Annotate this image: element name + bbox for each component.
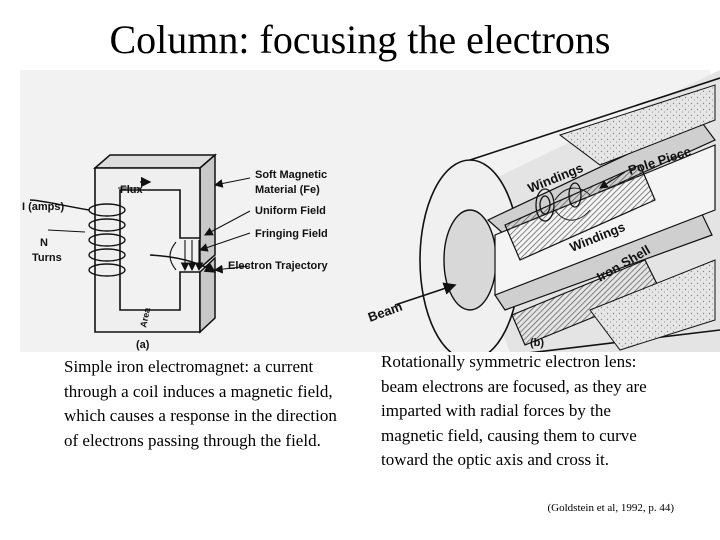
citation: (Goldstein et al, 1992, p. 44): [547, 502, 674, 514]
iron-shell-section: [589, 259, 716, 351]
windings-top-block: [504, 164, 656, 261]
soft-magnetic-label-1: Soft Magnetic: [255, 169, 327, 181]
electron-trajectory-label: Electron Trajectory: [228, 260, 329, 272]
figure-area: Area I (amps) N Turns Flux Soft Magnetic…: [0, 60, 720, 352]
uniform-field-label: Uniform Field: [255, 205, 326, 217]
turns-label: Turns: [32, 252, 62, 264]
area-label: Area: [138, 306, 152, 329]
magnetic-lens-diagram: Windings Windings Pole Piece Iron Shell …: [366, 70, 720, 352]
electromagnet-diagram: Area I (amps) N Turns Flux Soft Magnetic…: [22, 153, 329, 351]
figure-a-letter: (a): [136, 339, 150, 351]
slide-title: Column: focusing the electrons: [109, 17, 611, 62]
coil-windings: [29, 199, 126, 277]
bore-opening: [443, 209, 497, 311]
electron-trajectory-path: [149, 254, 217, 273]
beam-arrow: [394, 282, 457, 306]
caption-electromagnet: Simple iron electromagnet: a current thr…: [64, 357, 337, 450]
turns-n-label: N: [40, 237, 48, 249]
current-label: I (amps): [22, 201, 65, 213]
label-pointers: [47, 177, 251, 274]
fringing-field-label: Fringing Field: [255, 228, 328, 240]
caption-electron-lens: Rotationally symmetric electron lens: be…: [381, 352, 647, 469]
flux-label: Flux: [120, 184, 143, 196]
fringing-field-line: [169, 241, 177, 271]
figure-svg: Area I (amps) N Turns Flux Soft Magnetic…: [20, 70, 720, 352]
soft-magnetic-label-2: Material (Fe): [255, 184, 320, 196]
pole-piece: [535, 182, 582, 222]
figure-b-letter: (b): [530, 337, 544, 349]
lens-field-lines: [554, 187, 591, 221]
